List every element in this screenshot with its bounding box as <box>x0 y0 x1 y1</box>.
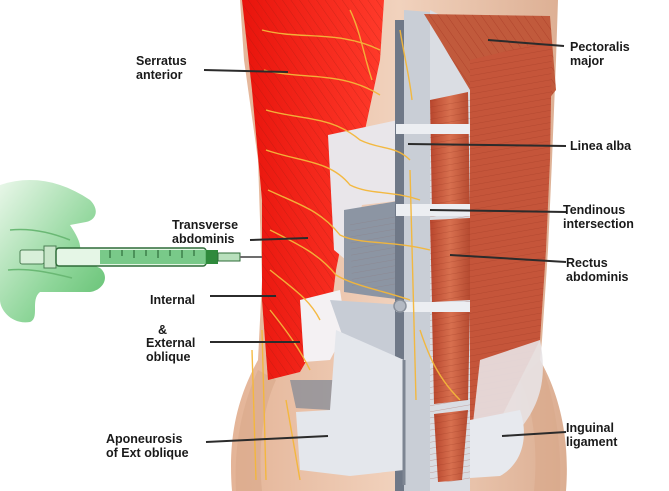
label-external-oblique: External oblique <box>146 336 195 364</box>
label-transverse-line2: abdominis <box>172 232 235 246</box>
label-serratus-anterior: Serratus anterior <box>136 54 187 82</box>
label-tendinous-line1: Tendinous <box>563 203 626 217</box>
leader-rectus <box>449 254 567 263</box>
label-pectoralis-major-line2: major <box>570 54 605 68</box>
label-rectus-line1: Rectus <box>566 256 608 270</box>
label-internal: Internal <box>150 293 195 307</box>
right-external-oblique <box>470 40 552 450</box>
leader-inguinal <box>501 431 567 437</box>
lower-aponeurosis <box>296 330 524 485</box>
label-aponeurosis-line1: Aponeurosis <box>106 432 183 446</box>
label-serratus-anterior-line1: Serratus <box>136 54 187 68</box>
label-transverse-abdominis: Transverse abdominis <box>172 218 238 246</box>
label-inguinal-ligament: Inguinal ligament <box>566 421 617 449</box>
label-tendinous-intersection: Tendinous intersection <box>563 203 634 231</box>
transversus-layer <box>290 200 404 410</box>
label-ampersand-text: & <box>158 323 168 337</box>
label-ampersand: & <box>158 323 167 337</box>
leader-pectoralis <box>487 39 565 47</box>
label-aponeurosis: Aponeurosis of Ext oblique <box>106 432 189 460</box>
label-pectoralis-major-line1: Pectoralis <box>570 40 630 54</box>
label-rectus-abdominis: Rectus abdominis <box>566 256 629 284</box>
label-pectoralis-major: Pectoralis major <box>570 40 630 68</box>
label-aponeurosis-line2: of Ext oblique <box>106 446 189 460</box>
leader-tendinous <box>429 209 567 213</box>
label-external-line2: oblique <box>146 350 191 364</box>
leader-serratus <box>203 69 289 73</box>
label-serratus-anterior-line2: anterior <box>136 68 183 82</box>
label-tendinous-line2: intersection <box>563 217 634 231</box>
label-transverse-line1: Transverse <box>172 218 239 232</box>
label-inguinal-line1: Inguinal <box>566 421 614 435</box>
nerves <box>251 9 461 481</box>
label-internal-text: Internal <box>150 293 196 307</box>
leader-lines <box>203 39 567 443</box>
leader-transverse <box>249 237 309 241</box>
syringe-icon <box>19 245 262 269</box>
lateral-muscles-highlight <box>242 0 404 380</box>
label-rectus-line2: abdominis <box>566 270 629 284</box>
leader-aponeurosis <box>205 435 329 443</box>
leader-linea-alba <box>407 143 567 147</box>
label-external-line1: External <box>146 336 196 350</box>
label-linea-alba: Linea alba <box>570 139 631 153</box>
rectus-abdominis-muscle <box>393 92 472 482</box>
label-linea-alba-text: Linea alba <box>570 139 632 153</box>
label-inguinal-line2: ligament <box>566 435 618 449</box>
